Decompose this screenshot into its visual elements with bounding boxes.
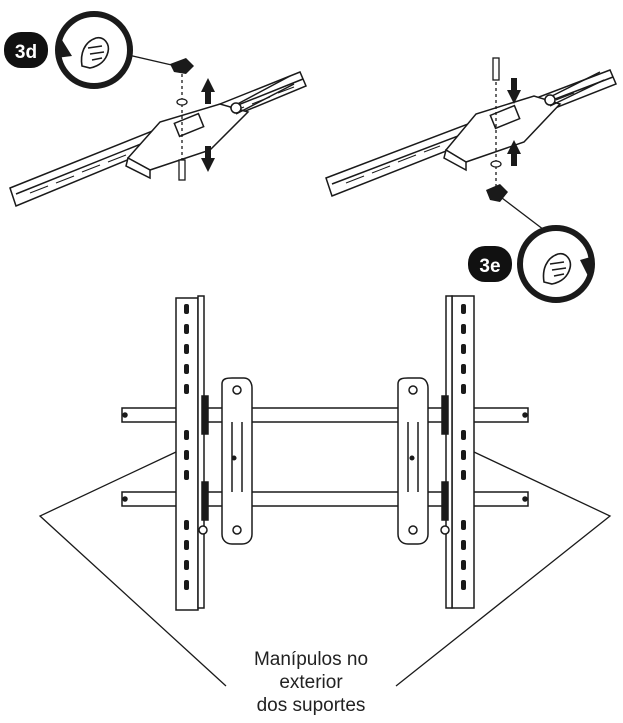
screw-3e: [490, 57, 502, 190]
vertical-bracket-left: [175, 295, 209, 611]
vertical-bracket-right: [440, 295, 475, 609]
step-badge-3e: 3e: [468, 246, 512, 282]
step-3d-group: 3d: [4, 11, 307, 208]
hand-turning-knob-icon: [542, 252, 572, 285]
caption-line-3: dos suportes: [256, 695, 366, 716]
step-badge-3d: 3d: [4, 32, 48, 68]
step-3e-group: 3e: [325, 57, 617, 303]
bracket-left: [125, 75, 295, 180]
leader-3d: [123, 53, 177, 67]
wall-plate-right: [397, 377, 429, 545]
arrows-3d: [201, 78, 215, 172]
hand-turning-knob-icon: [80, 36, 110, 69]
caption-pointer-lines: [38, 451, 612, 687]
step-label-3d: 3d: [15, 42, 37, 63]
rotation-circle-3d: [55, 11, 133, 89]
step-label-3e: 3e: [479, 256, 500, 277]
screw-3d: [176, 74, 188, 181]
arrows-3e: [507, 78, 521, 166]
caption-line-1: Manípulos no: [253, 649, 369, 670]
wall-plate-left: [221, 377, 253, 545]
knob-3d: [170, 58, 194, 74]
mount-assembly: [121, 295, 529, 611]
caption-handles-outside: Manípulos no exterior dos suportes: [200, 648, 422, 717]
caption-line-2: exterior: [279, 672, 343, 693]
knob-3e: [486, 184, 508, 202]
bracket-right: [443, 71, 605, 172]
rotation-circle-3e: [517, 225, 595, 303]
